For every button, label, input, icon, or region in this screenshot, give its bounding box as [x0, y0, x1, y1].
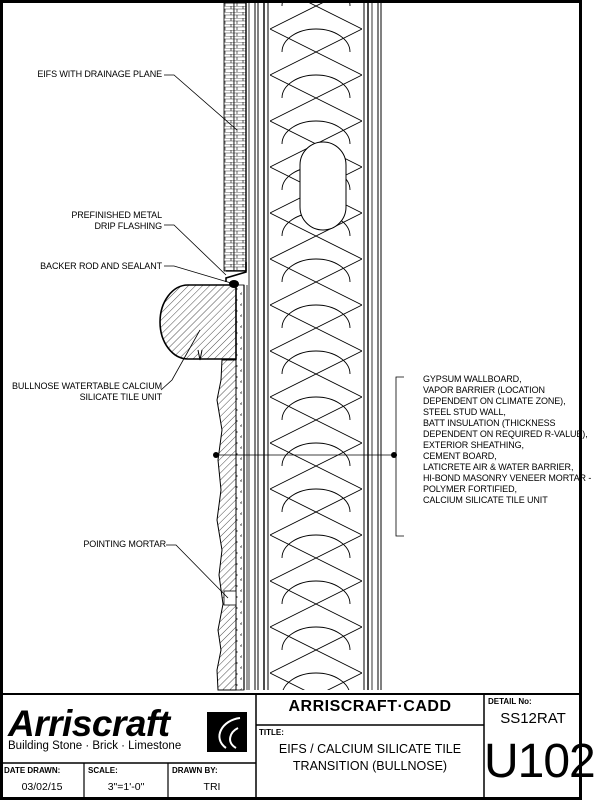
logo-wordmark: Arriscraft — [8, 703, 170, 744]
title-label: TITLE: — [259, 728, 284, 737]
note-backer-rod: BACKER ROD AND SEALANT — [40, 261, 162, 271]
sheet-border — [0, 0, 582, 800]
assembly-line: LATICRETE AIR & WATER BARRIER, — [423, 462, 574, 472]
logo-tagline: Building Stone · Brick · Limestone — [8, 740, 182, 752]
calcium-silicate-tile-wall — [216, 359, 237, 691]
assembly-line: BATT INSULATION (THICKNESS — [423, 418, 556, 428]
pointing-mortar — [223, 590, 237, 606]
assembly-line: CALCIUM SILICATE TILE UNIT — [423, 495, 548, 505]
assembly-line: CEMENT BOARD, — [423, 451, 497, 461]
scale-value: 3"=1'-0" — [107, 781, 145, 793]
assembly-line: DEPENDENT ON REQUIRED R-VALUE), — [423, 429, 588, 439]
assembly-line: HI-BOND MASONRY VENEER MORTAR - — [423, 473, 592, 483]
assembly-line: STEEL STUD WALL, — [423, 407, 506, 417]
note-drip-1: PREFINISHED METAL — [71, 210, 162, 220]
note-pointing-mortar: POINTING MORTAR — [83, 539, 166, 549]
assembly-line: GYPSUM WALLBOARD, — [423, 374, 522, 384]
detail-label: DETAIL No: — [488, 697, 532, 706]
note-wall-assembly: GYPSUM WALLBOARD, VAPOR BARRIER (LOCATIO… — [423, 374, 591, 506]
assembly-line: DEPENDENT ON CLIMATE ZONE), — [423, 396, 566, 406]
detail-drawing — [0, 0, 582, 800]
date-value: 03/02/15 — [21, 781, 63, 793]
steel-stud-wall — [254, 3, 382, 690]
leader-lines — [160, 74, 404, 599]
assembly-line: VAPOR BARRIER (LOCATION — [423, 385, 545, 395]
arriscraft-logo-mark — [207, 712, 247, 752]
stud-knockout — [299, 141, 347, 231]
drip-flashing — [225, 262, 247, 282]
bullnose-tile — [159, 284, 237, 360]
assembly-line: EXTERIOR SHEATHING, — [423, 440, 524, 450]
title-block-frame — [0, 693, 582, 800]
drawn-by-value: TRI — [203, 781, 221, 793]
detail-code: SS12RAT — [500, 710, 566, 727]
drawing-title-line2: TRANSITION (BULLNOSE) — [292, 759, 448, 773]
note-bullnose-1: BULLNOSE WATERTABLE CALCIUM — [11, 381, 162, 391]
detail-number: U102 — [484, 735, 595, 788]
note-eifs: EIFS WITH DRAINAGE PLANE — [37, 69, 162, 79]
drawn-by-label: DRAWN BY: — [172, 766, 218, 775]
scale-label: SCALE: — [88, 766, 118, 775]
assembly-line: POLYMER FORTIFIED, — [423, 484, 517, 494]
date-label: DATE DRAWN: — [4, 766, 61, 775]
note-bullnose-2: SILICATE TILE UNIT — [79, 392, 162, 402]
note-drip-2: DRIP FLASHING — [94, 221, 162, 231]
eifs-assembly — [223, 2, 250, 276]
batt-insulation — [270, 3, 362, 690]
cadd-header: ARRISCRAFT·CADD — [288, 698, 452, 715]
drawing-title-line1: EIFS / CALCIUM SILICATE TILE — [278, 742, 462, 756]
